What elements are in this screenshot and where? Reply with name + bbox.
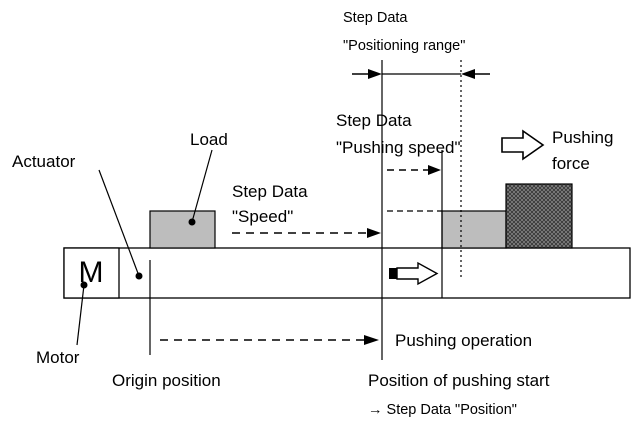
step-data-position-label: → Step Data "Position" bbox=[368, 402, 517, 418]
actuator-label: Actuator bbox=[12, 152, 76, 171]
speed-label: "Speed" bbox=[232, 207, 293, 226]
pushed-load-block bbox=[441, 210, 507, 249]
pushing-operation-label: Pushing operation bbox=[395, 331, 532, 350]
load-leader-dot bbox=[188, 218, 196, 226]
actuator-body bbox=[63, 247, 631, 299]
load-block bbox=[149, 210, 216, 249]
origin-position-label: Origin position bbox=[112, 371, 221, 390]
actuator-leader-dot bbox=[135, 272, 143, 280]
load-leader-line bbox=[191, 149, 213, 223]
range-arrow-left-head bbox=[368, 69, 382, 79]
pushing-start-label: Position of pushing start bbox=[368, 371, 550, 390]
speed-arrow-head bbox=[367, 228, 381, 238]
motor-box bbox=[63, 247, 120, 299]
motor-label: Motor bbox=[36, 348, 80, 367]
positioning-range-label: "Positioning range" bbox=[343, 38, 465, 54]
push-step-data-label: Step Data bbox=[336, 111, 412, 130]
load-label: Load bbox=[190, 130, 228, 149]
rod-arrow-icon bbox=[396, 261, 439, 286]
pushing-force-label-1: Pushing bbox=[552, 128, 613, 147]
motor-leader-line bbox=[76, 284, 85, 346]
motor-leader-dot bbox=[80, 281, 88, 289]
speed-step-data-label: Step Data bbox=[232, 182, 308, 201]
actuator-leader-line bbox=[98, 169, 140, 277]
pushing-speed-label: "Pushing speed" bbox=[336, 138, 461, 157]
pushing-speed-arrow-head bbox=[428, 165, 441, 175]
range-arrow-right-head bbox=[461, 69, 475, 79]
pushing-force-label-2: force bbox=[552, 154, 590, 173]
pushing-operation-arrow-head bbox=[364, 335, 379, 345]
pushing-force-arrow-icon bbox=[501, 129, 545, 161]
rod-arrow-base bbox=[389, 268, 397, 279]
range-step-data-label: Step Data bbox=[343, 10, 408, 26]
workpiece-block bbox=[505, 183, 573, 249]
